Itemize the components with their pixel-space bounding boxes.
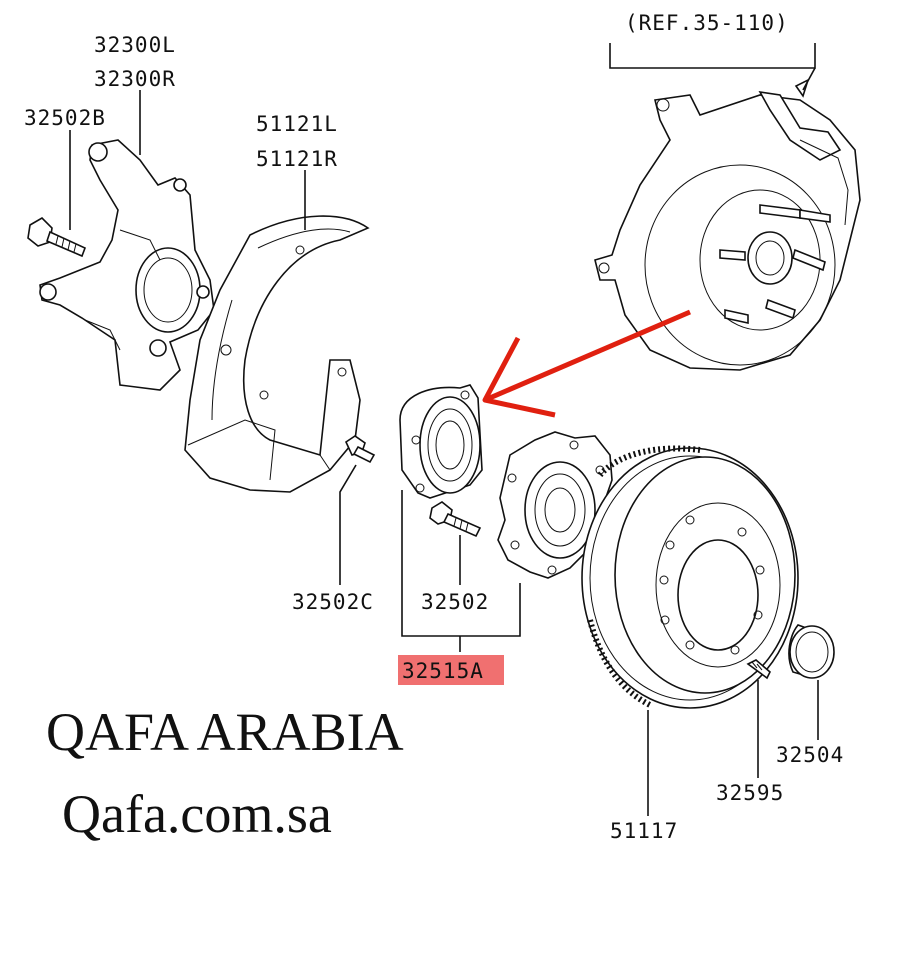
- label-32300l: 32300L: [94, 33, 176, 57]
- reference-assembly: [594, 90, 861, 371]
- label-32595: 32595: [716, 781, 784, 805]
- watermark-name: QAFA ARABIA: [46, 702, 404, 762]
- red-arrow: [482, 309, 691, 418]
- label-51121r: 51121R: [256, 147, 338, 171]
- dust-shield: [184, 215, 370, 493]
- ref-label: (REF.35-110): [625, 11, 789, 35]
- hub-flange: [497, 431, 613, 579]
- label-32504: 32504: [776, 743, 844, 767]
- watermark-site: Qafa.com.sa: [62, 784, 332, 844]
- bolt-32502: [429, 501, 482, 538]
- label-32300r: 32300R: [94, 67, 176, 91]
- label-32515a: 32515A: [402, 659, 484, 683]
- bolt-32502b: [27, 216, 87, 258]
- hub-bearing: [399, 384, 483, 499]
- label-32502c: 32502C: [292, 590, 374, 614]
- steering-knuckle: [39, 139, 215, 391]
- screw-32595: [746, 659, 771, 680]
- highlight-box: [398, 655, 504, 685]
- label-51117: 51117: [610, 819, 678, 843]
- label-32502b: 32502B: [24, 106, 106, 130]
- bolt-32502c: [344, 435, 376, 464]
- brake-rotor: [581, 445, 799, 709]
- label-32502: 32502: [421, 590, 489, 614]
- leader-lines: [69, 43, 819, 816]
- label-51121l: 51121L: [256, 112, 338, 136]
- hub-cap-32504: [788, 624, 835, 679]
